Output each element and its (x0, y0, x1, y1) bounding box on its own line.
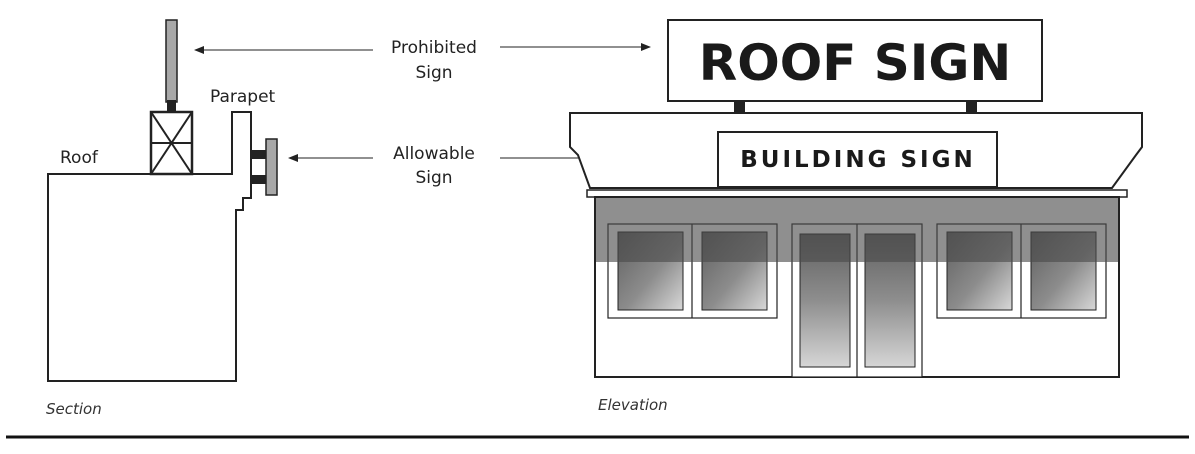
cornice (586, 189, 1128, 198)
prohibited-label-line1: Prohibited (391, 38, 477, 58)
building-section-outline (47, 111, 252, 382)
allowable-label-line2: Sign (415, 168, 452, 188)
roof-sign: ROOF SIGN (667, 19, 1043, 102)
elevation-view: ROOF SIGN BUILDING SIGN (569, 19, 1143, 414)
building-sign: BUILDING SIGN (717, 131, 998, 188)
roof-sign-post-left (734, 101, 745, 113)
roof-sign-text: ROOF SIGN (699, 34, 1012, 92)
allowable-sign-wall-mount (251, 138, 278, 196)
prohibited-sign-pole (165, 19, 178, 103)
parapet-label: Parapet (210, 87, 276, 107)
roof-label: Roof (60, 148, 99, 168)
allowable-label-line1: Allowable (393, 144, 475, 164)
section-view: Roof Parapet Prohibited Sign Allowable S… (46, 19, 707, 418)
roof-sign-post-right (966, 101, 977, 113)
prohibited-sign-connector (167, 100, 176, 112)
rooftop-support-frame (149, 110, 194, 176)
awning-shadow-band (596, 198, 1118, 262)
elevation-caption: Elevation (598, 396, 668, 414)
building-sign-text: BUILDING SIGN (740, 147, 975, 173)
prohibited-label-line2: Sign (415, 63, 452, 83)
section-caption: Section (46, 400, 102, 418)
